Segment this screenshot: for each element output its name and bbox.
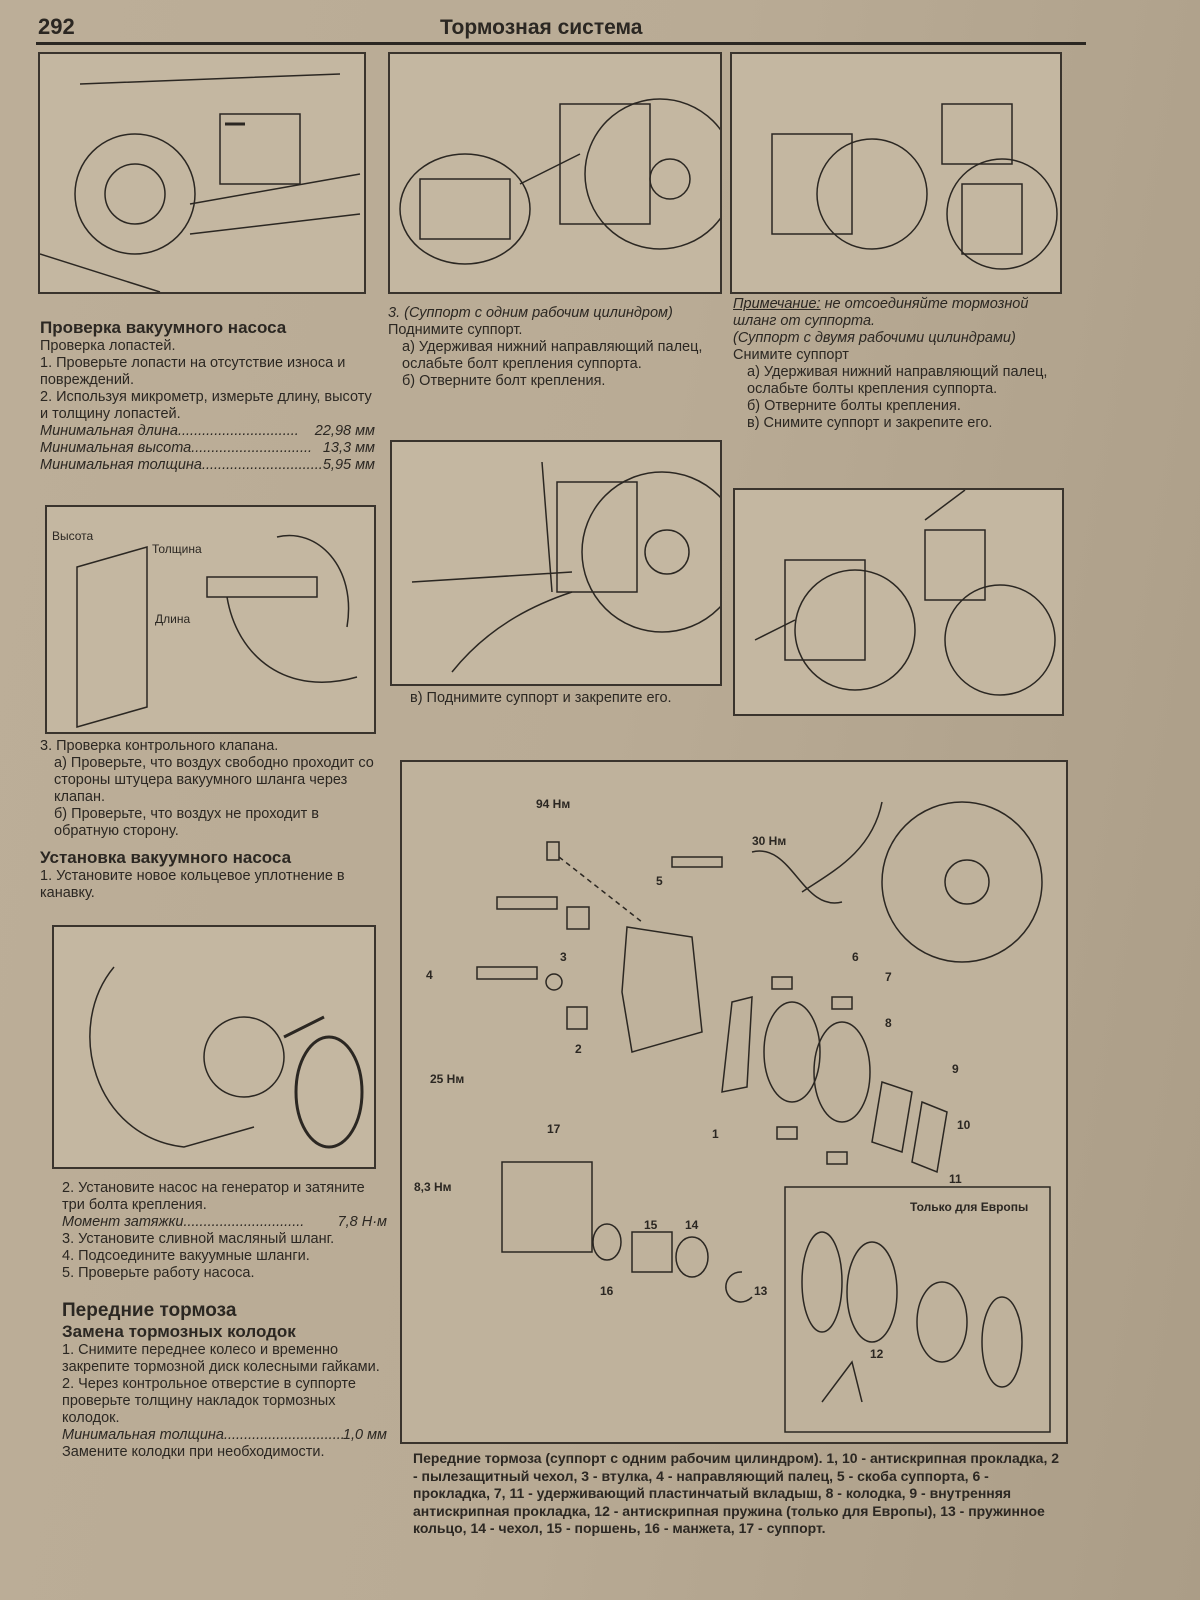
part-number: 9 — [952, 1062, 959, 1076]
section-heading: Установка вакуумного насоса — [40, 848, 292, 867]
text-line: 4. Подсоедините вакуумные шланги. — [62, 1248, 310, 1264]
spec-row: Минимальная толщина.....................… — [62, 1427, 387, 1443]
part-number: 2 — [575, 1042, 582, 1056]
part-number: 4 — [426, 968, 433, 982]
part-number: 16 — [600, 1284, 614, 1298]
part-number: 11 — [949, 1172, 962, 1186]
figure-pump-oring — [52, 925, 376, 1169]
text-line: б) Проверьте, что воздух не проходит в о… — [54, 806, 319, 839]
part-number: 14 — [685, 1218, 699, 1232]
figure-twin-caliper — [730, 52, 1062, 294]
spec-row: Минимальная длина.......................… — [40, 423, 375, 439]
subsection-heading: Замена тормозных колодок — [62, 1322, 296, 1341]
part-number: 6 — [852, 950, 859, 964]
text-line: б) Отверните болты крепления. — [747, 398, 961, 414]
figure-caption: в) Поднимите суппорт и закрепите его. — [410, 690, 672, 706]
text-line: 1. Снимите переднее колесо и временно за… — [62, 1342, 380, 1375]
text-line: (Суппорт с двумя рабочими цилиндрами) — [733, 330, 1016, 346]
page-title: Тормозная система — [440, 16, 643, 39]
spec-row: Момент затяжки..........................… — [62, 1214, 387, 1230]
fig-label-height: Высота — [52, 529, 94, 543]
text-line: 3. Установите сливной масляный шланг. — [62, 1231, 335, 1247]
spec-row: Минимальная толщина.....................… — [40, 457, 375, 473]
fig-label-thickness: Толщина — [152, 542, 202, 556]
text-line: 2. Через контрольное отверстие в суппорт… — [62, 1376, 356, 1426]
part-number: 10 — [957, 1118, 971, 1132]
figure-lift-caliper — [390, 440, 743, 686]
europe-only-label: Только для Европы — [910, 1200, 1029, 1214]
torque-label: 8,3 Нм — [414, 1180, 452, 1194]
figure-caliper-mount — [38, 52, 366, 294]
spec-row: Минимальная высота......................… — [40, 440, 375, 456]
text-line: б) Отверните болт крепления. — [402, 373, 606, 389]
fig-label-length: Длина — [155, 612, 191, 626]
text-line: Снимите суппорт — [733, 347, 849, 363]
text-line: а) Проверьте, что воздух свободно проход… — [54, 755, 374, 805]
part-number: 1 — [712, 1127, 719, 1141]
part-number: 5 — [656, 874, 663, 888]
diagram-caption: Передние тормоза (суппорт с одним рабочи… — [413, 1450, 1060, 1536]
text-line: 3. (Суппорт с одним рабочим цилиндром) — [388, 305, 673, 321]
text-line: 5. Проверьте работу насоса. — [62, 1265, 255, 1281]
part-number: 7 — [885, 970, 892, 984]
note-label: Примечание: — [733, 296, 821, 312]
part-number: 8 — [885, 1016, 892, 1030]
section-heading: Передние тормоза — [62, 1300, 237, 1321]
torque-label: 25 Нм — [430, 1072, 465, 1086]
text-line: 1. Установите новое кольцевое уплотнение… — [40, 868, 345, 901]
text-line: Поднимите суппорт. — [388, 322, 523, 338]
header-rule — [36, 42, 1086, 45]
section-heading: Проверка вакуумного насоса — [40, 318, 287, 337]
part-number: 13 — [754, 1284, 768, 1298]
figure-exploded-brake: 94 Нм 30 Нм 5 3 6 4 7 8 2 9 25 Нм 17 10 … — [400, 760, 1068, 1444]
figure-remove-twin-caliper — [733, 488, 1064, 716]
text-line: а) Удерживая нижний направляющий палец, … — [402, 339, 703, 372]
text-line: в) Снимите суппорт и закрепите его. — [747, 415, 993, 431]
torque-label: 30 Нм — [752, 834, 787, 848]
text-line: Проверка лопастей. — [40, 338, 176, 354]
part-number: 12 — [870, 1347, 884, 1361]
text-line: а) Удерживая нижний направляющий палец, … — [747, 364, 1048, 397]
text-line: Замените колодки при необходимости. — [62, 1444, 325, 1460]
part-number: 17 — [547, 1122, 561, 1136]
figure-vane-measure: Высота Толщина Длина — [45, 505, 376, 734]
torque-label: 94 Нм — [536, 797, 571, 811]
page-number: 292 — [38, 14, 75, 39]
text-line: 2. Установите насос на генератор и затян… — [62, 1180, 365, 1213]
part-number: 15 — [644, 1218, 658, 1232]
text-line: 1. Проверьте лопасти на отсутствие износ… — [40, 355, 346, 388]
figure-caliper-inspection — [388, 52, 736, 294]
note-text: не отсоединяйте тормозной шланг от суппо… — [733, 296, 1029, 329]
text-line: 3. Проверка контрольного клапана. — [40, 738, 279, 754]
text-line: 2. Используя микрометр, измерьте длину, … — [40, 389, 372, 422]
part-number: 3 — [560, 950, 567, 964]
